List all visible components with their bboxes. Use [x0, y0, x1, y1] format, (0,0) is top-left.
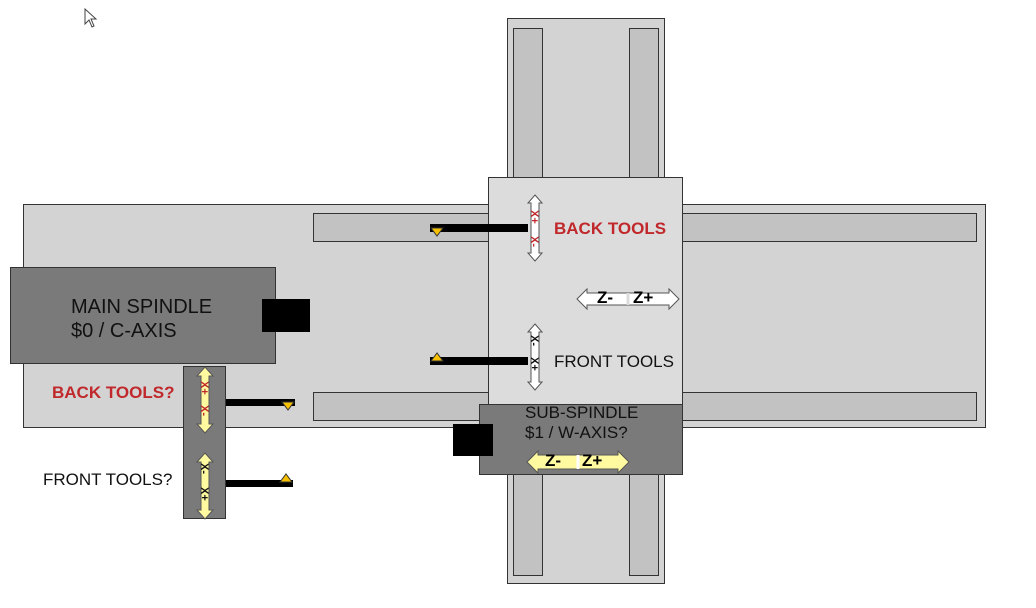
front-tools-label: FRONT TOOLS	[554, 352, 674, 371]
post-back-x-minus-label: X-	[198, 405, 210, 416]
mouse-cursor-icon	[84, 8, 98, 28]
post-front-x-minus-label: X-	[198, 463, 210, 474]
post-front-x-plus-label: X+	[198, 487, 210, 501]
front-tools-x-plus-label: X+	[528, 357, 540, 371]
cross-slide-z-plus-label: Z+	[633, 288, 654, 307]
front-tools-question-label: FRONT TOOLS?	[43, 470, 173, 489]
post-front-tool-tip-icon	[279, 473, 293, 483]
main-spindle-chuck	[262, 299, 310, 332]
sub-spindle-label-line1: SUB-SPINDLE	[525, 403, 639, 422]
post-back-tool-bar	[226, 399, 295, 406]
back-tool-tip-icon	[430, 227, 444, 237]
cross-slide-z-minus-label: Z-	[597, 288, 614, 307]
post-back-tool-tip-icon	[281, 401, 295, 411]
back-tools-question-label: BACK TOOLS?	[52, 383, 175, 402]
cross-slide-z-arrow	[576, 287, 680, 311]
back-tools-x-minus-label: X-	[528, 236, 540, 247]
back-tools-x-arrow	[527, 194, 543, 262]
post-back-x-arrow	[196, 366, 214, 434]
post-front-x-arrow	[196, 452, 214, 520]
back-tool-bar	[430, 224, 528, 232]
main-spindle-label-line1: MAIN SPINDLE	[71, 296, 213, 318]
sub-spindle-z-minus-label: Z-	[545, 451, 562, 470]
back-tools-label: BACK TOOLS	[554, 219, 667, 238]
front-tools-x-arrow	[527, 323, 543, 391]
front-tool-tip-icon	[430, 352, 444, 362]
sub-spindle-z-plus-label: Z+	[582, 451, 603, 470]
back-tools-x-plus-label: X+	[528, 210, 540, 224]
main-spindle-label-line2: $0 / C-AXIS	[71, 320, 177, 342]
post-front-tool-bar	[226, 480, 293, 487]
sub-spindle-z-arrow	[526, 449, 630, 475]
sub-spindle-label-line2: $1 / W-AXIS?	[525, 423, 628, 442]
main-spindle	[10, 267, 276, 364]
post-back-x-plus-label: X+	[198, 381, 210, 395]
sub-spindle-chuck	[453, 424, 493, 456]
front-tool-bar	[430, 357, 528, 365]
front-tools-x-minus-label: X-	[528, 335, 540, 346]
